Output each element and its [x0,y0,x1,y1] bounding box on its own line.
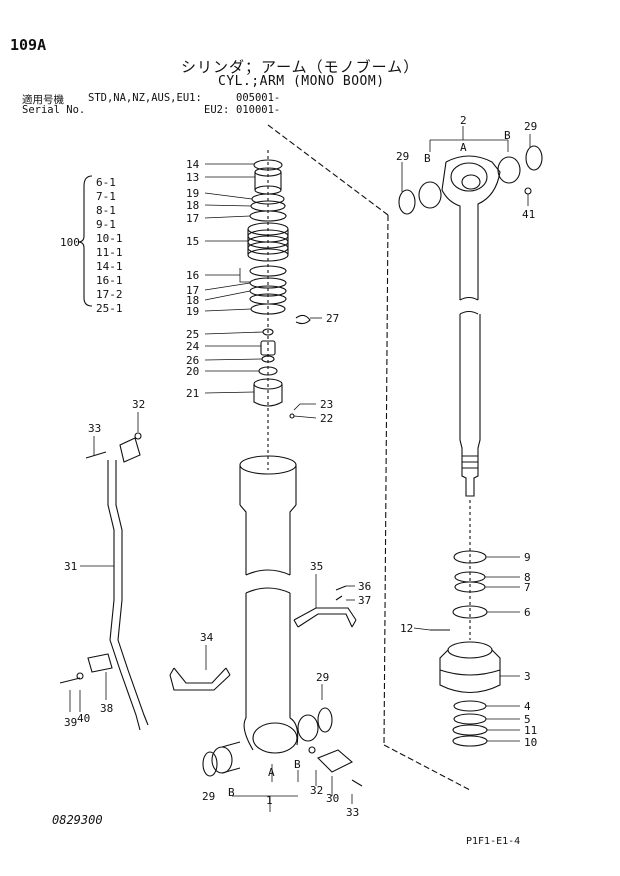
page-title-jp: シリンダ；アーム（モノブーム） [181,58,420,76]
doc-number: 0829300 [52,813,103,827]
callout-29: 29 [524,120,537,133]
callout-3: 3 [524,670,531,683]
callout-10: 10 [524,736,537,749]
kit-item: 9-1 [96,218,116,231]
part-31-pipe [115,460,149,726]
part-38-fitting [87,653,113,673]
serial-range-1: 005001- [236,92,281,104]
callout-14: 14 [186,158,200,171]
serial-range-2: 010001- [236,104,281,116]
callout-31: 31 [64,560,77,573]
callout-11: 11 [524,724,537,737]
part-24-cushion [260,340,276,356]
kit-item: 17-2 [96,288,123,301]
callout-29: 29 [396,150,409,163]
callout-A: A [460,141,467,154]
eu2-label: EU2: [204,104,230,116]
callout-20: 20 [186,365,199,378]
callout-40: 40 [77,712,90,725]
kit-item: 25-1 [96,302,123,315]
kit-bracket [77,175,93,307]
callout-17: 17 [186,284,199,297]
kit-item: 6-1 [96,176,116,189]
models-text: STD,NA,NZ,AUS,EU1: [88,92,202,104]
part-3-piston [447,641,493,659]
callout-B: B [504,129,511,142]
callout-35: 35 [310,560,323,573]
callout-17: 17 [186,212,199,225]
callout-39: 39 [64,716,77,729]
callout-34: 34 [200,631,214,644]
assembly-guide-line [383,214,389,746]
kit-number: 100 [60,236,80,249]
part-bushing-B-left [211,746,233,774]
callout-6: 6 [524,606,531,619]
kit-item: 11-1 [96,246,123,259]
part-34-clamp [169,667,231,684]
callout-30: 30 [326,792,339,805]
serial-label: Serial No. [22,104,86,116]
callout-29: 29 [316,671,329,684]
part-30-block [317,749,353,773]
callout-27: 27 [326,312,339,325]
kit-item: 10-1 [96,232,123,245]
kit-item: 14-1 [96,260,123,273]
callout-24: 24 [186,340,200,353]
kit-item: 7-1 [96,190,116,203]
callout-15: 15 [186,235,199,248]
callout-23: 23 [320,398,333,411]
page-title-en: CYL.;ARM (MONO BOOM) [218,74,385,89]
callout-29: 29 [202,790,215,803]
kit-item: 16-1 [96,274,123,287]
callout-38: 38 [100,702,113,715]
part-2-rod-body [459,314,481,497]
callout-B: B [228,786,235,799]
callout-A: A [268,766,275,779]
callout-B: B [294,758,301,771]
callout-B: B [424,152,431,165]
callout-4: 4 [524,700,531,713]
kit-item: 8-1 [96,204,116,217]
callout-9: 9 [524,551,531,564]
callout-41: 41 [522,208,535,221]
part-bushing-B-right [297,714,319,742]
callout-8: 8 [524,571,531,584]
part-bushing-B-rod-left [418,181,442,209]
callout-36: 36 [358,580,371,593]
callout-32: 32 [132,398,145,411]
callout-16: 16 [186,269,199,282]
callout-5: 5 [524,713,531,726]
applicable-label: 適用号機 [22,94,64,106]
callout-33: 33 [88,422,101,435]
callout-25: 25 [186,328,199,341]
callout-1: 1 [266,794,273,807]
callout-18: 18 [186,199,199,212]
callout-26: 26 [186,354,199,367]
callout-2: 2 [460,114,467,127]
callout-12: 12 [400,622,413,635]
part-21-nut [253,384,283,407]
part-1-tube-top [239,465,297,505]
callout-21: 21 [186,387,199,400]
page-code: 109A [10,36,47,54]
callout-32: 32 [310,784,323,797]
part-block-upper [119,437,141,463]
callout-33: 33 [346,806,359,819]
callout-7: 7 [524,581,531,594]
part-2-rod-eye [450,162,488,192]
callout-19: 19 [186,187,199,200]
part-35-clamp [293,607,357,628]
callout-13: 13 [186,171,199,184]
callout-19: 19 [186,305,199,318]
callout-22: 22 [320,412,333,425]
callout-37: 37 [358,594,371,607]
part-1-tube-body [245,593,291,718]
part-14-wiper [253,159,283,171]
callout-18: 18 [186,294,199,307]
page-ref: P1F1-E1-4 [466,836,521,847]
